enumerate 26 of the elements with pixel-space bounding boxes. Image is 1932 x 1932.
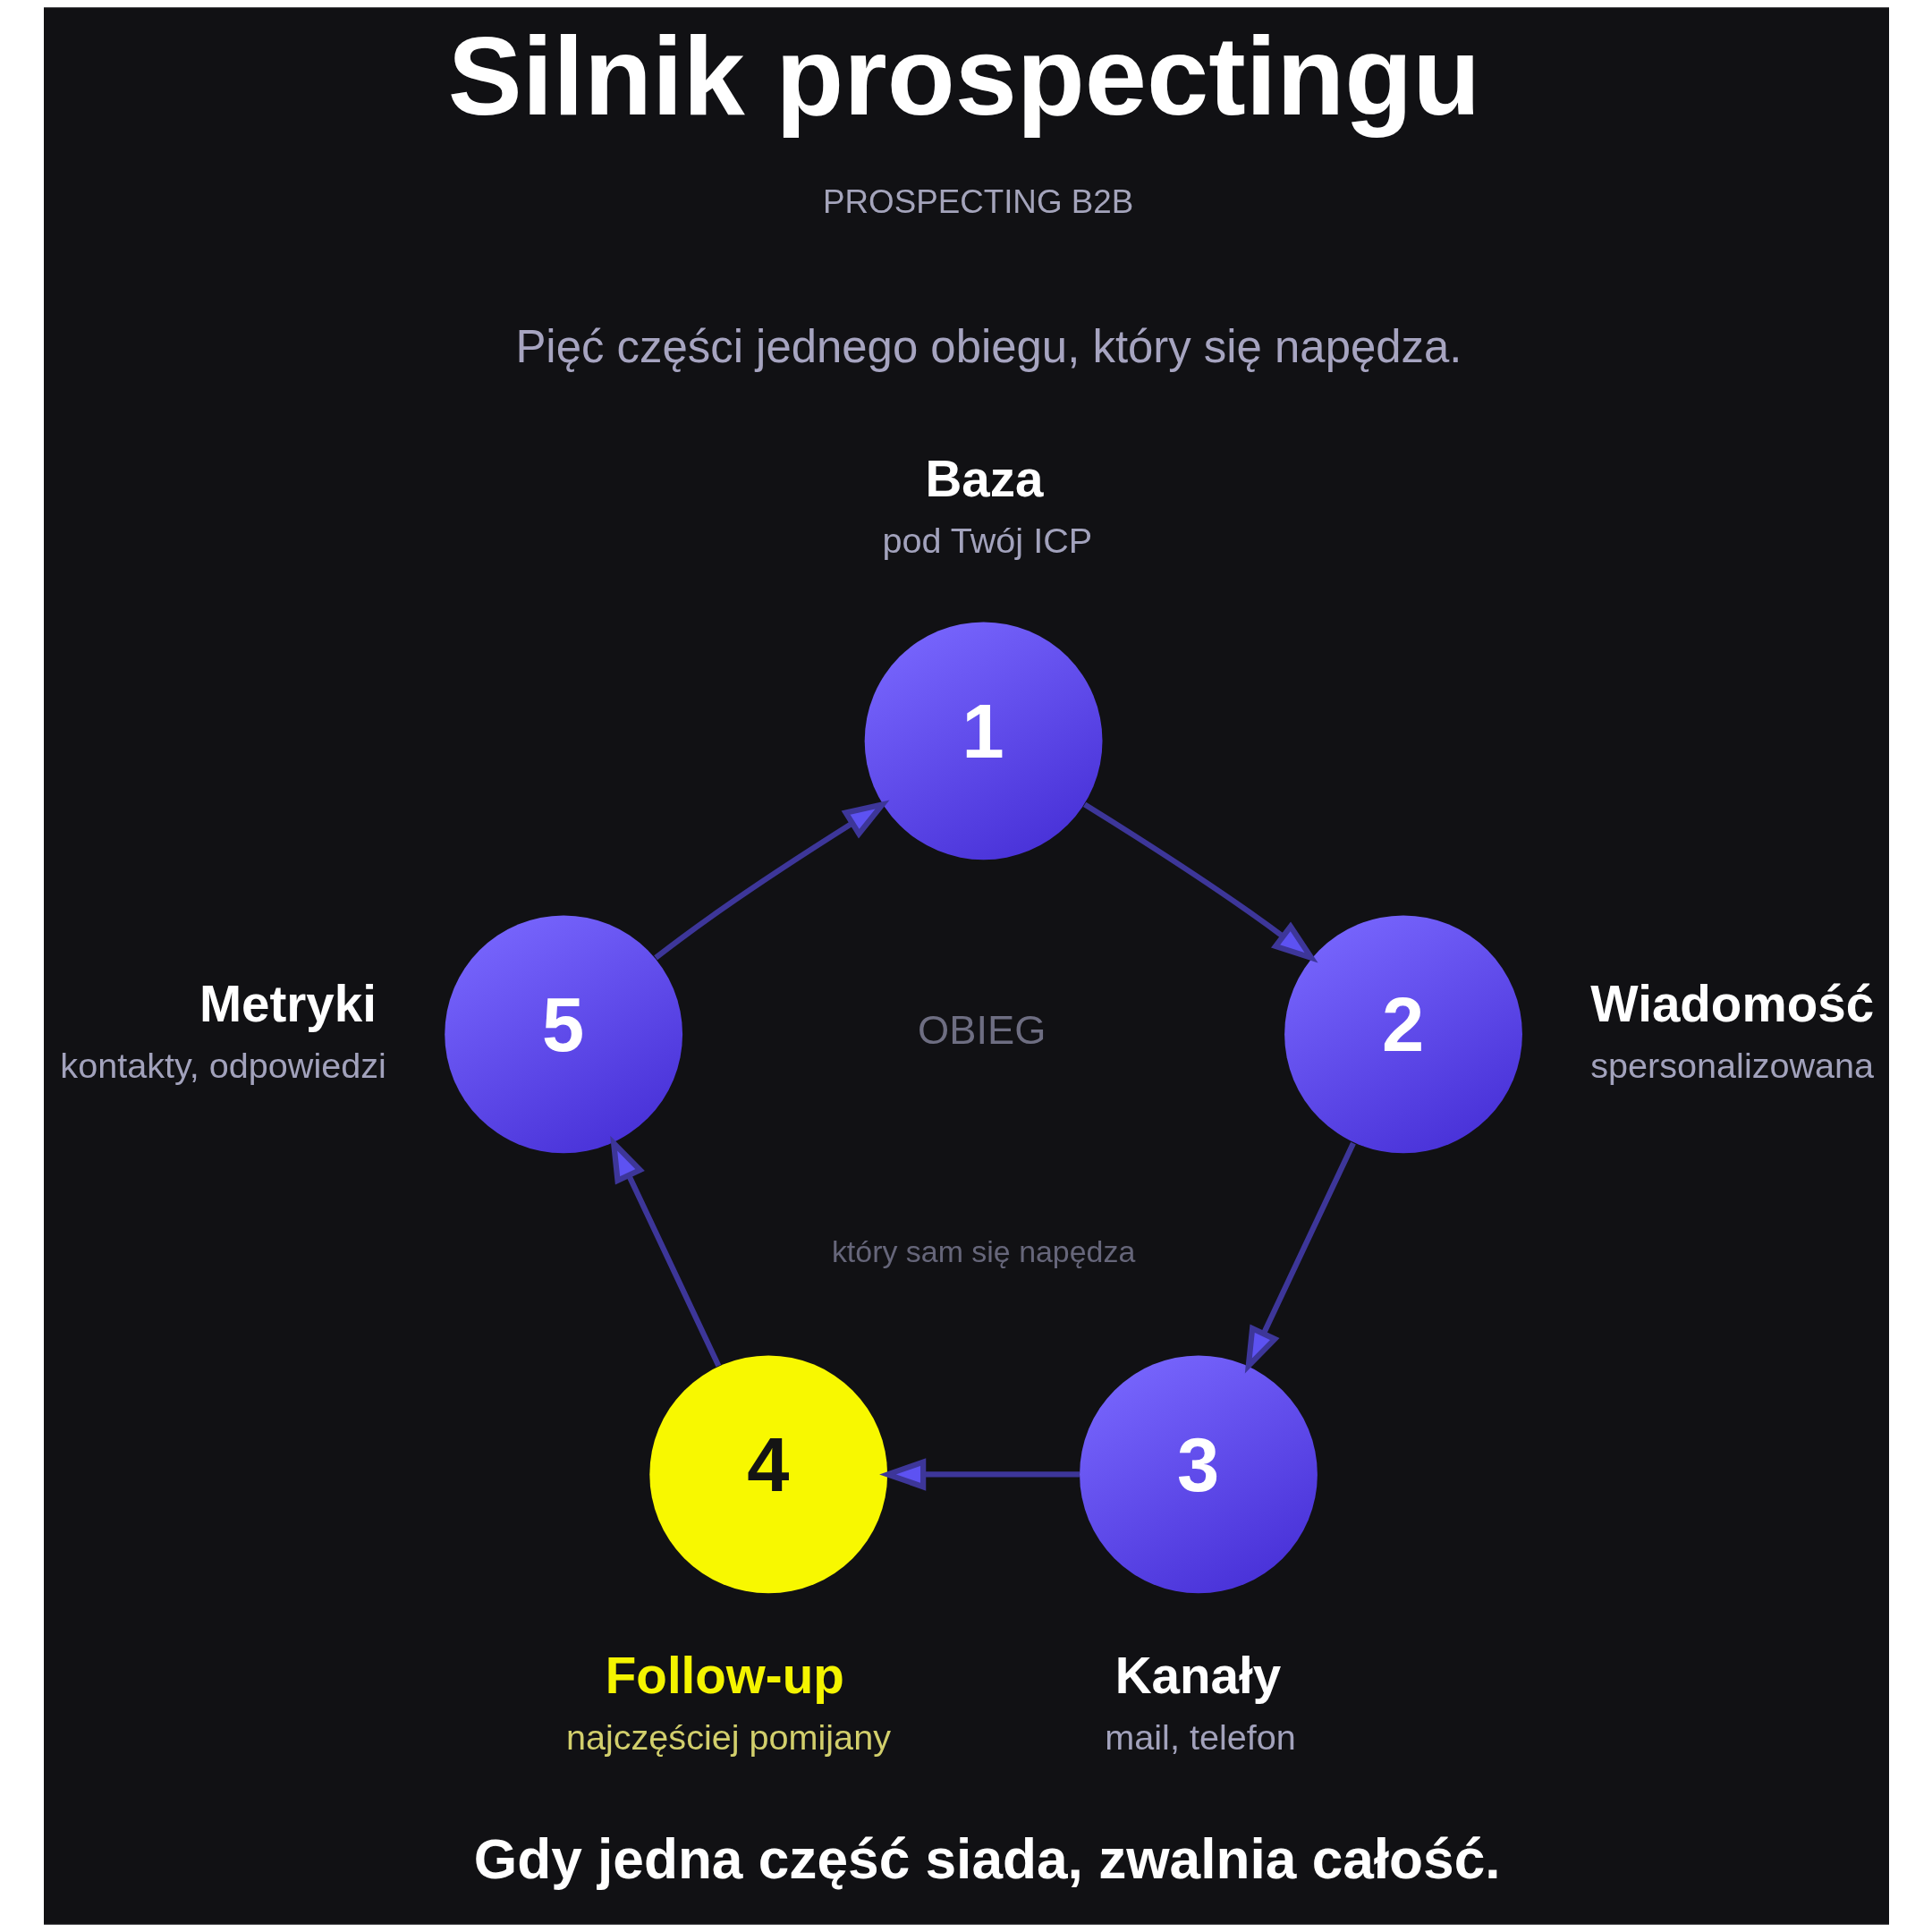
diagram-title: Silnik prospectingu: [447, 13, 1480, 138]
node-label: kontakty, odpowiedzi: [59, 1046, 386, 1085]
label: który sam się napędza: [831, 1234, 1135, 1269]
node-label: mail, telefon: [1104, 1716, 1296, 1757]
node-label: Wiadomość: [1589, 976, 1874, 1033]
node-circle: 1: [864, 622, 1102, 860]
node-label: Baza: [925, 451, 1044, 508]
arrow: [1082, 801, 1318, 963]
arrow: [878, 1458, 1080, 1491]
node-label: najczęściej pomijany: [565, 1716, 891, 1757]
node-label: Kanały: [1114, 1648, 1281, 1705]
label: OBIEG: [917, 1007, 1046, 1054]
node-label: pod Twój ICP: [881, 521, 1092, 561]
label: PROSPECTING B2B: [822, 183, 1133, 221]
arrow: [653, 800, 889, 961]
node-label: Metryki: [199, 976, 377, 1033]
node-circle: 3: [1079, 1355, 1318, 1594]
label: Pięć części jednego obiegu, który się napędza.: [514, 321, 1462, 373]
caption: Gdy jedna część siada, zwalnia całość.: [473, 1827, 1501, 1890]
node-circle: 5: [444, 915, 682, 1154]
node-circle: 4: [648, 1355, 887, 1594]
arrow: [609, 1135, 721, 1368]
node-label: Follow-up: [605, 1648, 844, 1705]
node-label: spersonalizowana: [1589, 1046, 1874, 1085]
node-circle: 2: [1284, 915, 1522, 1154]
arrow: [1244, 1141, 1356, 1374]
